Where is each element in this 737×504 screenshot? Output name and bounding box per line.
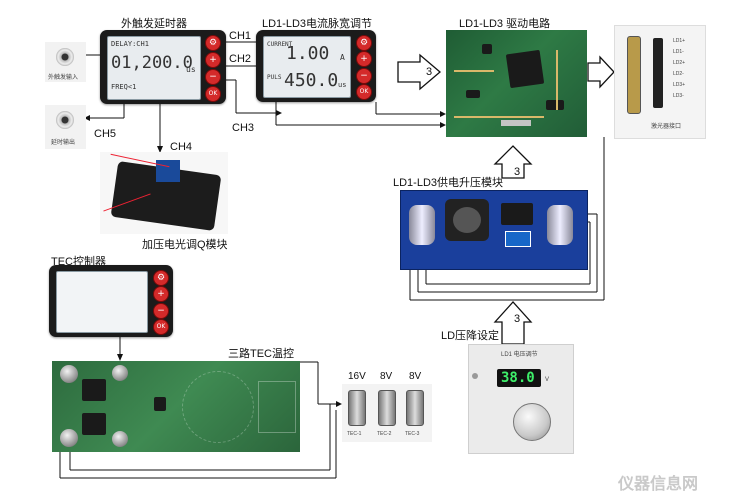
label-ch3: CH3 — [232, 122, 255, 134]
timer-minus-button[interactable]: − — [205, 69, 221, 85]
pulse-settings-button[interactable]: ⚙ — [356, 35, 372, 51]
tec1-connector-icon — [348, 390, 366, 426]
ld-pin-label: LD3- — [673, 93, 684, 99]
ld1-voltage-value: 38.0 — [501, 370, 535, 386]
tec-ok-button[interactable]: OK — [153, 319, 169, 335]
ld-pulse-controller-device: CURRENT 1.00 A PULS 450.0 us ⚙ + − OK — [256, 30, 376, 102]
pulse-lcd-current: 1.00 — [286, 43, 330, 64]
ext-input-tag: 外触发输入 — [48, 75, 79, 81]
ld-voltage-panel-photo: LD1 电压调节 38.0 V — [468, 344, 574, 454]
ld-pin-label: LD1+ — [673, 38, 686, 44]
tec2-connector-icon — [378, 390, 396, 426]
label-ch4: CH4 — [170, 141, 193, 153]
ld-pin-label: LD3+ — [673, 82, 686, 88]
arrow-count-setting: 3 — [514, 313, 521, 325]
pulse-lcd-width-unit: us — [338, 81, 347, 89]
arrow-count-pulse: 3 — [426, 66, 433, 78]
label-ch1: CH1 — [229, 30, 252, 42]
label-ld-drive-circuit: LD1-LD3 驱动电路 — [459, 18, 551, 30]
label-ch5: CH5 — [94, 128, 117, 140]
tec-connector-tag: TEC-3 — [405, 431, 420, 437]
pulse-lcd-current-unit: A — [340, 53, 345, 62]
tec3-connector-icon — [406, 390, 424, 426]
pulse-lcd-width: 450.0 — [284, 70, 339, 91]
ld-boost-module-photo — [400, 190, 588, 270]
pulse-lcd: CURRENT 1.00 A PULS 450.0 us — [263, 36, 351, 98]
timer-lcd-line1: DELAY:CH1 — [111, 40, 149, 48]
tec-board-photo — [52, 361, 300, 452]
timer-settings-button[interactable]: ⚙ — [205, 35, 221, 51]
ext-trigger-timer-device: DELAY:CH1 01,200.0 us FREQ<1 ⚙ + − OK — [100, 30, 226, 104]
tec2-voltage: 8V — [380, 371, 393, 382]
q-switch-module-photo — [100, 152, 228, 234]
label-ch2: CH2 — [229, 53, 252, 65]
label-ext-trigger-timer: 外触发延时器 — [121, 18, 187, 30]
tec-minus-button[interactable]: − — [153, 303, 169, 319]
arrow-count-boost: 3 — [514, 166, 521, 178]
ld-drive-circuit-photo — [446, 30, 587, 137]
ld-pin-label: LD1- — [673, 49, 684, 55]
voltage-knob[interactable] — [513, 403, 551, 441]
label-ld-voltage-setting: LD压降设定 — [441, 330, 500, 342]
pulse-lcd-line3-prefix: PULS — [267, 74, 282, 81]
pulse-lcd-line1: CURRENT — [267, 41, 293, 48]
ld1-voltage-unit: V — [545, 377, 550, 383]
timer-plus-button[interactable]: + — [205, 52, 221, 68]
label-ld-current-pulse: LD1-LD3电流脉宽调节 — [262, 18, 373, 30]
ld-pin-label: LD2+ — [673, 60, 686, 66]
ext-trigger-input-photo: 外触发输入 — [45, 42, 86, 82]
timer-lcd-value: 01,200.0 — [111, 53, 193, 73]
ld-pin-label: LD2- — [673, 71, 684, 77]
tec-settings-button[interactable]: ⚙ — [153, 270, 169, 286]
timer-lcd-line3: FREQ<1 — [111, 83, 137, 91]
delay-output-tag: 延时输出 — [51, 140, 76, 146]
bnc-connector-icon — [56, 48, 74, 66]
label-ld-boost-module: LD1-LD3供电升压模块 — [393, 177, 504, 189]
tec-lcd — [56, 271, 148, 333]
tec-connectors-photo: TEC-1 TEC-2 TEC-3 — [342, 384, 432, 442]
delay-output-photo: 延时输出 — [45, 105, 86, 149]
tec-connector-tag: TEC-2 — [377, 431, 392, 437]
indicator-led-icon — [472, 373, 478, 379]
label-tec-three-way: 三路TEC温控 — [228, 348, 294, 360]
block-arrow-setting-to-boost — [493, 301, 533, 345]
block-arrow-driver-to-port — [587, 55, 615, 89]
bnc-connector-icon — [56, 111, 74, 129]
timer-lcd-unit: us — [186, 65, 196, 74]
tec-plus-button[interactable]: + — [153, 286, 169, 302]
tec-controller-device: ⚙ + − OK — [49, 265, 173, 337]
timer-lcd: DELAY:CH1 01,200.0 us FREQ<1 — [107, 36, 201, 100]
pulse-ok-button[interactable]: OK — [356, 84, 372, 100]
ld1-voltage-panel-tag: LD1 电压调节 — [501, 352, 538, 358]
pulse-minus-button[interactable]: − — [356, 68, 372, 84]
block-arrow-pulse-to-driver — [397, 53, 442, 91]
laser-port-tag: 激光器接口 — [651, 124, 682, 130]
label-q-switch-module: 加压电光调Q模块 — [142, 239, 228, 251]
tec1-voltage: 16V — [348, 371, 366, 382]
block-arrow-boost-to-driver — [493, 145, 533, 179]
laser-port-photo: LD1+ LD1- LD2+ LD2- LD3+ LD3- 激光器接口 — [614, 25, 706, 139]
tec3-voltage: 8V — [409, 371, 422, 382]
tec-connector-tag: TEC-1 — [347, 431, 362, 437]
pulse-plus-button[interactable]: + — [356, 51, 372, 67]
watermark: 仪器信息网 — [618, 476, 699, 493]
driver-ic-chip — [505, 49, 545, 89]
db-connector-icon — [627, 36, 641, 114]
ld1-voltage-display: 38.0 — [497, 369, 541, 387]
timer-ok-button[interactable]: OK — [205, 86, 221, 102]
